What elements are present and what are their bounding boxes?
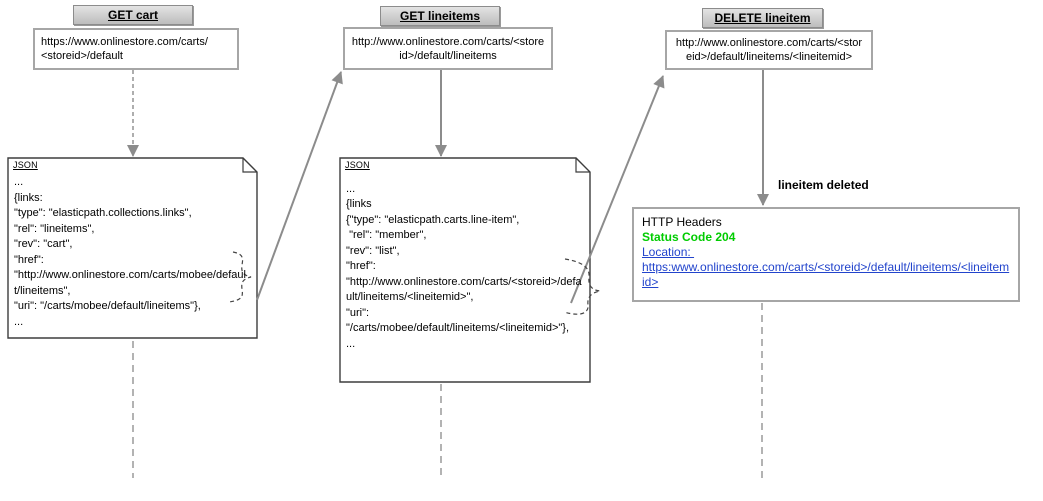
note-fold-corner-icon — [575, 158, 590, 173]
json-note-title-lineitems: JSON — [345, 160, 370, 170]
json-note-body-lineitems: ... {links {"type": "elasticpath.carts.l… — [346, 182, 582, 350]
location-header-label[interactable]: Location: — [642, 245, 695, 259]
request-url-delete-lineitem: http://www.onlinestore.com/carts/<storei… — [675, 37, 863, 63]
brace-highlight-cart-note — [228, 251, 252, 303]
operation-header-get-cart[interactable]: GET cart — [73, 5, 193, 25]
location-header-url[interactable]: https:www.onlinestore.com/carts/<storeid… — [642, 260, 1010, 289]
operation-header-delete-lineitem[interactable]: DELETE lineitem — [702, 8, 823, 28]
delete-result-label: lineitem deleted — [778, 178, 869, 192]
http-headers-box: HTTP Headers Status Code 204 Location: h… — [632, 207, 1020, 302]
json-note-body-cart: ... {links: "type": "elasticpath.collect… — [14, 176, 246, 328]
json-note-shape-lineitems — [339, 157, 591, 383]
json-note-shape-cart — [7, 157, 258, 339]
request-url-get-lineitems: http://www.onlinestore.com/carts/<storei… — [351, 35, 545, 62]
request-url-box-delete-lineitem: http://www.onlinestore.com/carts/<storei… — [665, 30, 873, 70]
arrow-cart-note-to-lineitems-url — [256, 71, 343, 301]
operation-header-get-lineitems[interactable]: GET lineitems — [380, 6, 500, 26]
json-note-title-cart: JSON — [13, 160, 38, 170]
note-fold-corner-icon — [242, 158, 257, 173]
brace-highlight-lineitems-note — [563, 258, 601, 315]
http-headers-title: HTTP Headers — [642, 215, 722, 229]
status-code-badge: Status Code 204 — [642, 230, 736, 244]
arrow-lineitems-note-to-delete-url — [570, 75, 665, 304]
request-url-get-cart: https://www.onlinestore.com/carts/ <stor… — [41, 36, 208, 62]
request-url-box-get-lineitems: http://www.onlinestore.com/carts/<storei… — [343, 27, 553, 70]
request-url-box-get-cart: https://www.onlinestore.com/carts/ <stor… — [33, 28, 239, 70]
